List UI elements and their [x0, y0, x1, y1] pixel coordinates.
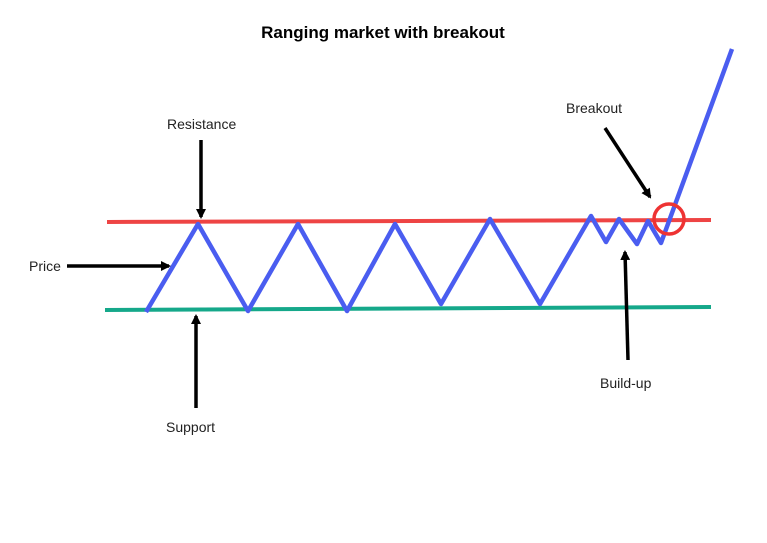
diagram-title: Ranging market with breakout: [261, 23, 505, 42]
support-label: Support: [166, 419, 215, 435]
price-line: [144, 48, 735, 314]
price-label: Price: [29, 258, 61, 274]
resistance-label: Resistance: [167, 116, 236, 132]
breakout-circle-icon: [652, 202, 686, 236]
support-line: [104, 305, 712, 312]
buildup-arrow-icon: [620, 250, 631, 361]
breakout-label: Breakout: [566, 100, 622, 116]
breakout-arrow-icon: [603, 127, 652, 199]
resistance-line: [106, 218, 712, 224]
buildup-label: Build-up: [600, 375, 652, 391]
